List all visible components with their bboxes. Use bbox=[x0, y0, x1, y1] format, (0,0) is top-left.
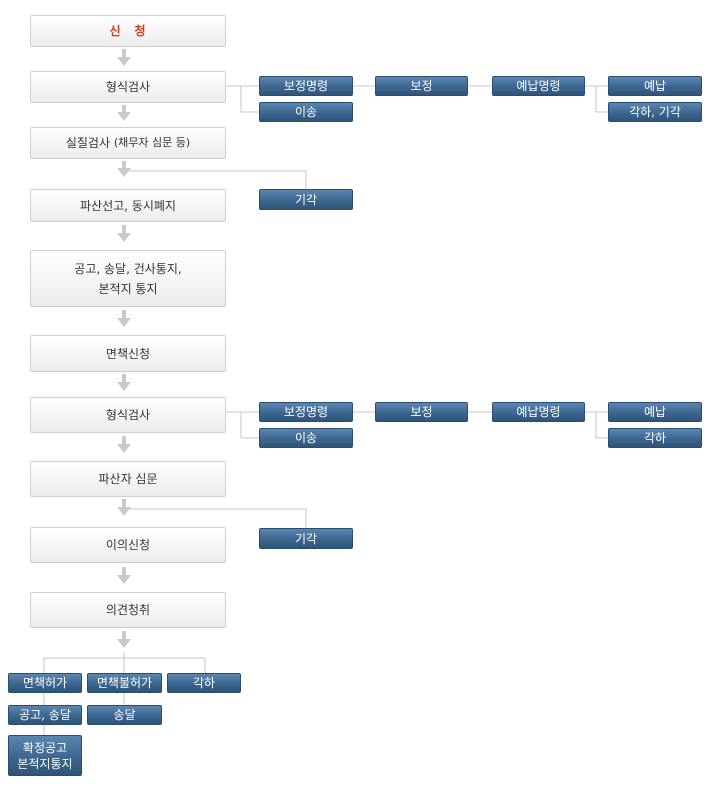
arrow-down-icon bbox=[117, 436, 131, 453]
substantive-review-note: (채무자 심문 등) bbox=[113, 136, 191, 149]
branch2-dismiss: 각하 bbox=[608, 428, 702, 448]
flow-arrows bbox=[117, 49, 131, 648]
branch2-prepay: 예납 bbox=[608, 402, 702, 422]
step-apply: 신 청 bbox=[30, 15, 226, 47]
branch1-prepay-order: 예납명령 bbox=[492, 76, 585, 96]
outcome-dismiss: 각하 bbox=[167, 673, 241, 693]
outcome-grant-notice: 공고, 송달 bbox=[8, 705, 82, 725]
step-opinion-hearing: 의견청취 bbox=[30, 592, 226, 628]
branch1-prepay: 예납 bbox=[608, 76, 702, 96]
arrow-down-icon bbox=[117, 310, 131, 327]
outcome-deny: 면책불허가 bbox=[87, 673, 162, 693]
step-bankrupt-hearing: 파산자 심문 bbox=[30, 461, 226, 497]
arrow-down-icon bbox=[117, 567, 131, 584]
branch2-transfer: 이송 bbox=[259, 428, 353, 448]
branch2-prepay-order: 예납명령 bbox=[492, 402, 585, 422]
arrow-down-icon bbox=[117, 105, 131, 121]
substantive-review-label: 실질검사 bbox=[65, 136, 111, 150]
outcome-final: 확정공고 본적지통지 bbox=[8, 735, 82, 776]
arrow-down-icon bbox=[117, 499, 131, 516]
step-bankruptcy-declaration: 파산선고, 동시폐지 bbox=[30, 189, 226, 222]
final-line-2: 본적지통지 bbox=[17, 756, 73, 771]
arrow-down-icon bbox=[117, 374, 131, 391]
reject-1: 기각 bbox=[259, 189, 353, 210]
step-discharge-apply: 면책신청 bbox=[30, 335, 226, 372]
arrow-down-icon bbox=[117, 49, 131, 66]
arrow-down-icon bbox=[117, 631, 131, 648]
step-objection-apply: 이의신청 bbox=[30, 527, 226, 563]
step-formal-review-1: 형식검사 bbox=[30, 71, 226, 103]
step-substantive-review: 실질검사 (채무자 심문 등) bbox=[30, 127, 226, 159]
arrow-down-icon bbox=[117, 161, 131, 177]
branch1-dismiss: 각하, 기각 bbox=[608, 102, 702, 122]
notice-line-2: 본적지 통지 bbox=[98, 281, 158, 296]
branch1-correction-order: 보정명령 bbox=[259, 76, 353, 96]
reject-2: 기각 bbox=[259, 528, 353, 549]
step-formal-review-2: 형식검사 bbox=[30, 397, 226, 433]
branch1-transfer: 이송 bbox=[259, 102, 353, 122]
outcome-grant: 면책허가 bbox=[8, 673, 82, 693]
branch2-correction-order: 보정명령 bbox=[259, 402, 353, 422]
branch1-correction: 보정 bbox=[375, 76, 468, 96]
step-notice: 공고, 송달, 건사통지, 본적지 통지 bbox=[30, 250, 226, 307]
final-line-1: 확정공고 bbox=[22, 740, 68, 755]
arrow-down-icon bbox=[117, 225, 131, 242]
outcome-deny-notice: 송달 bbox=[87, 705, 162, 725]
branch2-correction: 보정 bbox=[375, 402, 468, 422]
notice-line-1: 공고, 송달, 건사통지, bbox=[74, 261, 182, 276]
